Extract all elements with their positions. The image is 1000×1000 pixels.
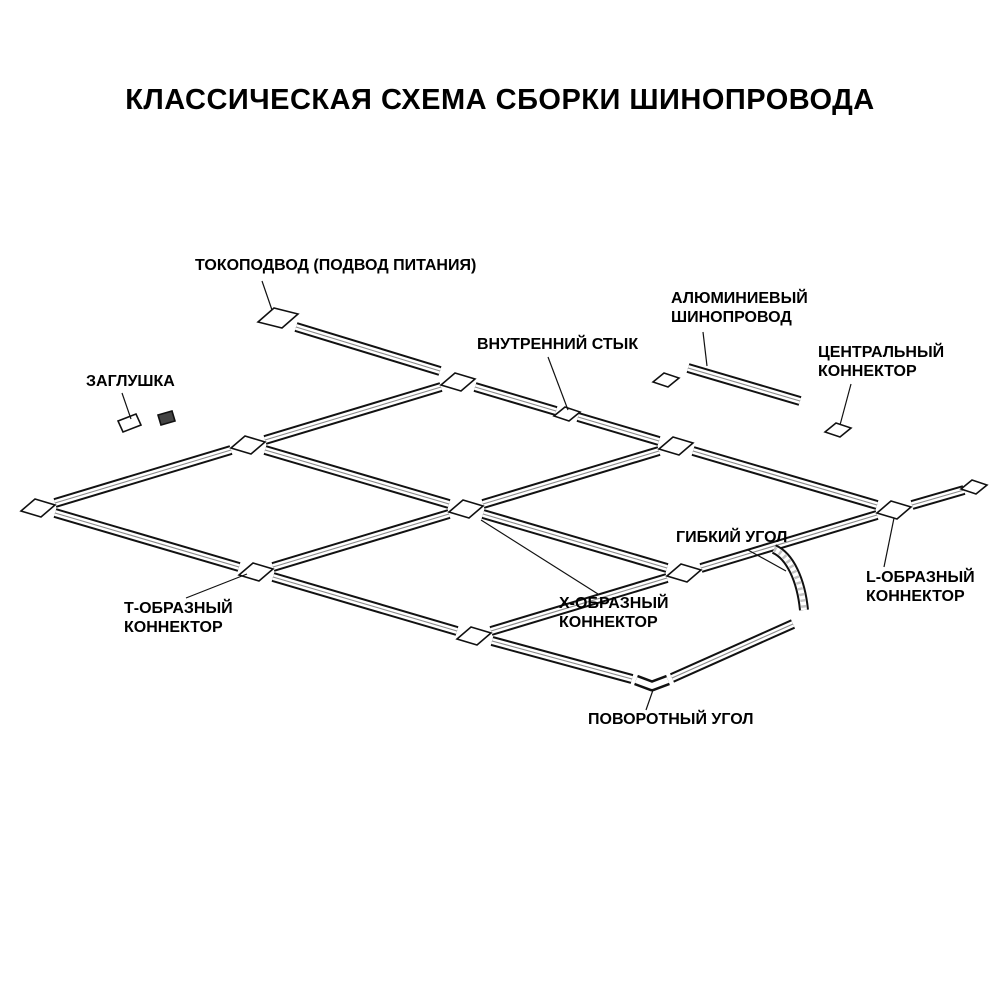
leader-line bbox=[261, 280, 273, 311]
track-rail bbox=[910, 485, 966, 510]
t-connector-node bbox=[439, 372, 477, 392]
flexible-corner-piece bbox=[771, 544, 809, 611]
t-connector-node bbox=[229, 435, 267, 455]
track-rail bbox=[271, 509, 451, 572]
track-rail bbox=[481, 446, 661, 509]
diagram-title: КЛАССИЧЕСКАЯ СХЕМА СБОРКИ ШИНОПРОВОДА bbox=[125, 84, 875, 116]
end-cap bbox=[116, 412, 143, 434]
track-rail bbox=[263, 382, 443, 445]
label-central-connector: ЦЕНТРАЛЬНЫЙ КОННЕКТОР bbox=[818, 344, 945, 380]
end-cap-dark bbox=[157, 410, 176, 426]
track-rail bbox=[473, 382, 558, 416]
end-connector bbox=[959, 479, 989, 495]
label-l-connector: L-ОБРАЗНЫЙ КОННЕКТОР bbox=[866, 569, 975, 605]
internal-joint bbox=[552, 406, 582, 422]
t-connector-node bbox=[237, 562, 275, 582]
rotating-corner-piece bbox=[634, 674, 670, 692]
x-connector-node bbox=[447, 499, 485, 519]
l-connector-node bbox=[455, 626, 493, 646]
t-connector-node bbox=[665, 563, 703, 583]
label-flexible-corner: ГИБКИЙ УГОЛ bbox=[676, 529, 788, 546]
leader-line bbox=[702, 331, 708, 367]
leader-line bbox=[839, 383, 852, 426]
label-power-feed: ТОКОПОДВОД (ПОДВОД ПИТАНИЯ) bbox=[195, 257, 477, 274]
label-rotating-corner: ПОВОРОТНЫЙ УГОЛ bbox=[588, 711, 754, 728]
leader-line bbox=[645, 689, 654, 711]
l-connector-node bbox=[19, 498, 57, 518]
label-t-connector: Т-ОБРАЗНЫЙ КОННЕКТОР bbox=[124, 600, 233, 636]
track-rail bbox=[490, 636, 634, 684]
leader-line bbox=[747, 549, 787, 572]
track-rail bbox=[686, 363, 802, 406]
track-rail bbox=[53, 445, 233, 508]
label-end-cap: ЗАГЛУШКА bbox=[86, 373, 175, 390]
track-rail bbox=[576, 412, 661, 446]
track-rail bbox=[53, 508, 241, 572]
label-internal-joint: ВНУТРЕННИЙ СТЫК bbox=[477, 336, 639, 353]
leader-line bbox=[121, 392, 132, 420]
track-rail bbox=[669, 619, 796, 683]
track-rail bbox=[294, 322, 442, 376]
leader-line bbox=[547, 356, 569, 411]
leader-line bbox=[185, 573, 248, 599]
track-rail bbox=[699, 510, 879, 573]
label-x-connector: Х-ОБРАЗНЫЙ КОННЕКТОР bbox=[559, 595, 669, 631]
track-rail bbox=[271, 572, 459, 636]
track-rail bbox=[481, 509, 669, 573]
leader-line bbox=[480, 519, 599, 595]
power-feed-box bbox=[256, 307, 300, 329]
leader-line bbox=[883, 517, 895, 568]
track-rail bbox=[691, 446, 879, 510]
track-rail bbox=[489, 573, 669, 636]
track-rail bbox=[263, 445, 451, 509]
l-connector-node bbox=[875, 500, 913, 520]
label-aluminum-track: АЛЮМИНИЕВЫЙ ШИНОПРОВОД bbox=[671, 290, 808, 326]
coupler bbox=[651, 372, 681, 388]
t-connector-node bbox=[657, 436, 695, 456]
central-connector bbox=[823, 422, 853, 438]
